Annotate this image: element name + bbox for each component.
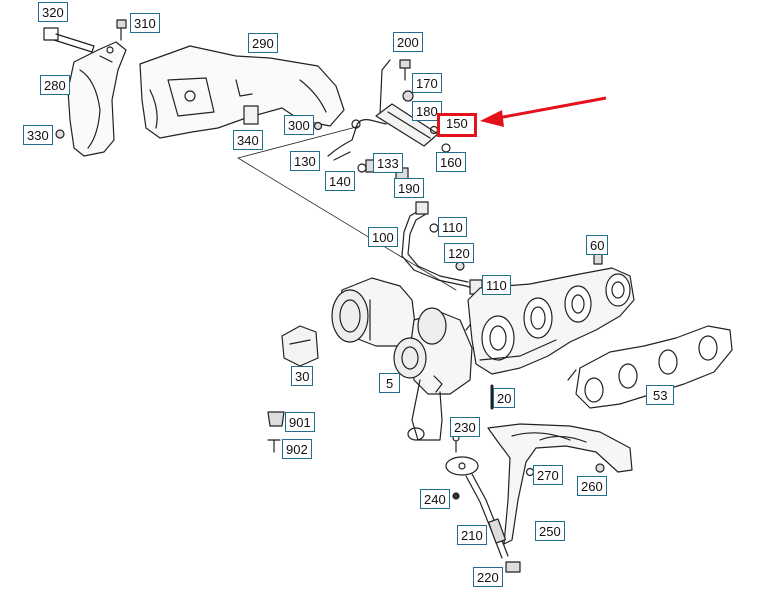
seal-110-upper-drawing [429, 223, 439, 233]
part-label-310[interactable]: 310 [130, 13, 160, 33]
part-label-60[interactable]: 60 [586, 235, 609, 255]
part-label-280[interactable]: 280 [40, 75, 70, 95]
part-label-120[interactable]: 120 [444, 243, 474, 263]
part-label-140[interactable]: 140 [325, 171, 355, 191]
part-label-130[interactable]: 130 [290, 151, 320, 171]
part-label-53[interactable]: 53 [646, 385, 675, 405]
bracket-250-drawing [487, 423, 633, 545]
part-label-250[interactable]: 250 [535, 521, 565, 541]
heat-shield-280-drawing [67, 41, 127, 157]
turbocharger-drawing [331, 277, 501, 441]
part-label-340[interactable]: 340 [233, 130, 263, 150]
oil-line-210-drawing [445, 456, 509, 559]
part-label-150-highlighted[interactable]: 150 [437, 113, 477, 137]
clip-901-drawing [267, 411, 285, 427]
screw-902-drawing [267, 439, 281, 453]
part-label-320[interactable]: 320 [38, 2, 68, 22]
part-label-110-upper[interactable]: 110 [438, 217, 467, 237]
plug-220-drawing [505, 561, 521, 573]
nut-260-drawing [595, 463, 605, 473]
washer-140-drawing [357, 163, 367, 173]
gasket-53-drawing [567, 325, 733, 409]
part-label-30[interactable]: 30 [291, 366, 314, 386]
nut-300-drawing [313, 121, 323, 131]
ring-160-drawing [441, 143, 451, 153]
part-label-330[interactable]: 330 [23, 125, 53, 145]
highlight-arrow [480, 96, 607, 127]
part-label-210[interactable]: 210 [457, 525, 487, 545]
part-label-901[interactable]: 901 [285, 412, 315, 432]
part-label-133[interactable]: 133 [373, 153, 403, 173]
bolt-320-drawing [43, 27, 95, 53]
part-label-300[interactable]: 300 [284, 115, 314, 135]
clip-340-drawing [243, 105, 259, 125]
part-label-100[interactable]: 100 [368, 227, 398, 247]
part-label-200[interactable]: 200 [393, 32, 423, 52]
part-label-170[interactable]: 170 [412, 73, 442, 93]
nut-330-drawing [55, 129, 65, 139]
part-label-190[interactable]: 190 [394, 178, 424, 198]
bolt-170-drawing [402, 90, 414, 102]
part-label-110-lower[interactable]: 110 [482, 275, 511, 295]
part-label-20[interactable]: 20 [493, 388, 516, 408]
part-label-180[interactable]: 180 [412, 101, 442, 121]
part-label-220[interactable]: 220 [473, 567, 503, 587]
part-label-290[interactable]: 290 [248, 33, 278, 53]
part-label-260[interactable]: 260 [577, 476, 607, 496]
part-label-240[interactable]: 240 [420, 489, 450, 509]
washer-240-drawing [452, 492, 460, 500]
part-label-902[interactable]: 902 [282, 439, 312, 459]
part-label-5[interactable]: 5 [379, 373, 401, 393]
oil-line-130-drawing [327, 119, 387, 161]
part-label-230[interactable]: 230 [450, 417, 480, 437]
part-label-270[interactable]: 270 [533, 465, 563, 485]
part-label-160[interactable]: 160 [436, 152, 466, 172]
nut-310-drawing [116, 19, 127, 41]
